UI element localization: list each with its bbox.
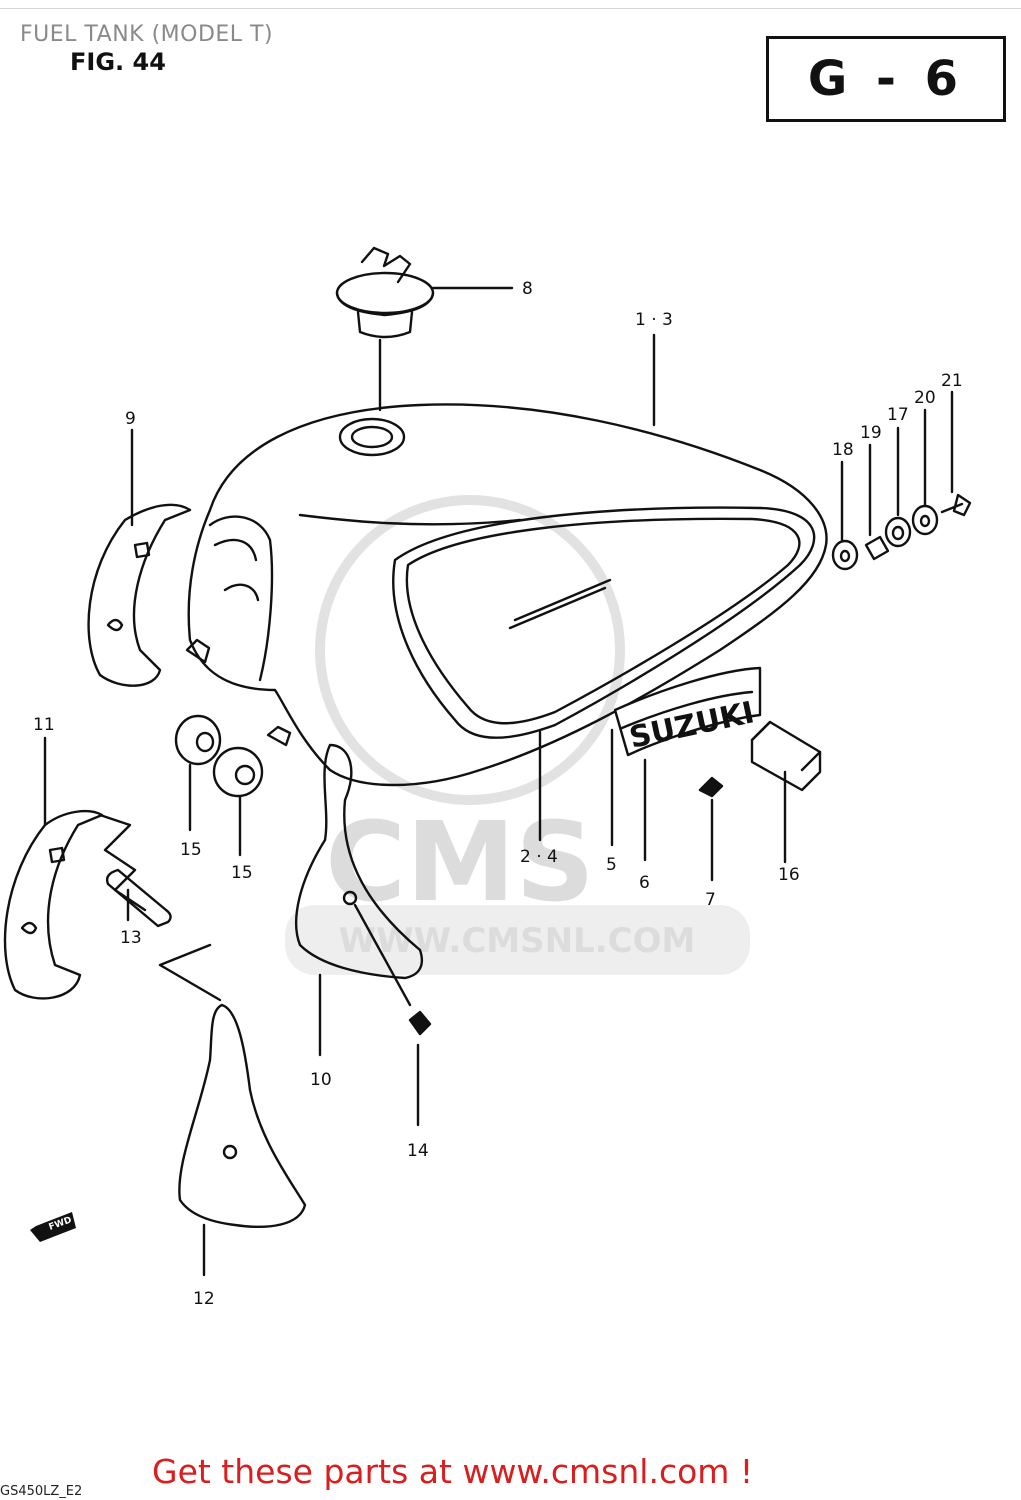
callout-9: 9 (125, 409, 136, 429)
callout-20: 20 (914, 388, 936, 408)
callout-2-4: 2 · 4 (520, 847, 558, 867)
watermark-mascot-outline (315, 495, 625, 805)
section-code-box: G - 6 (766, 36, 1006, 122)
watermark-banner (285, 905, 750, 975)
callout-14: 14 (407, 1141, 429, 1161)
model-code: GS450LZ_E2 (0, 1484, 83, 1499)
callout-15a: 15 (180, 840, 202, 860)
forward-arrow-icon: FWD (30, 1212, 76, 1242)
lower-cover-10-part (294, 743, 424, 1057)
cushion-15-part (174, 714, 264, 857)
section-code: G - 6 (807, 51, 965, 107)
side-cover-9-part (87, 503, 192, 687)
callout-15b: 15 (231, 863, 253, 883)
watermark: CMS WWW.CMSNL.COM (285, 495, 750, 975)
callout-19: 19 (860, 423, 882, 443)
callout-21: 21 (941, 371, 963, 391)
fuel-cap-part (335, 246, 514, 412)
emblem-6-part (610, 666, 762, 862)
get-parts-link[interactable]: Get these parts at www.cmsnl.com ! (152, 1452, 754, 1491)
rear-mount-hardware-part (831, 390, 972, 571)
callout-13: 13 (120, 928, 142, 948)
screw-14-part (408, 1010, 432, 1127)
screw-7-part (698, 776, 724, 882)
side-cover-11-part (3, 809, 147, 1000)
callout-1-3: 1 · 3 (635, 310, 673, 330)
callout-12: 12 (193, 1289, 215, 1309)
callout-6: 6 (639, 873, 650, 893)
callout-5: 5 (606, 855, 617, 875)
page-title: FUEL TANK (MODEL T) (20, 22, 274, 47)
lower-cover-12-part (178, 1003, 307, 1277)
watermark-site: WWW.CMSNL.COM (339, 921, 696, 961)
callout-labels: 8 1 · 3 9 18 19 17 20 21 11 15 15 2 · 4 … (33, 279, 963, 1309)
callout-11: 11 (33, 715, 55, 735)
top-divider (0, 8, 1021, 9)
cushion-block-16-part (750, 720, 822, 864)
callout-18: 18 (832, 440, 854, 460)
callout-7: 7 (705, 890, 716, 910)
callout-8: 8 (522, 279, 533, 299)
watermark-brand: CMS (325, 798, 594, 926)
callout-16: 16 (778, 865, 800, 885)
callout-17: 17 (887, 405, 909, 425)
figure-label: FIG. 44 (70, 48, 166, 76)
callout-10: 10 (310, 1070, 332, 1090)
rod-13-part (105, 868, 222, 1002)
fuel-tank-part (185, 403, 828, 787)
